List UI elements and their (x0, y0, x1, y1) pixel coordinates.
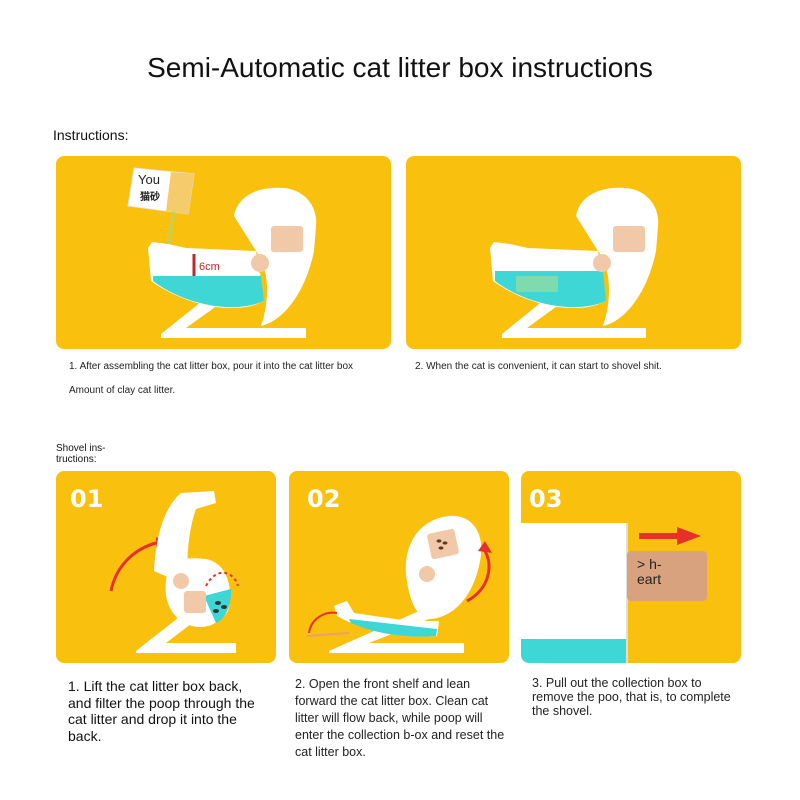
shelf-arrow (308, 611, 338, 634)
litter-fill (153, 276, 264, 308)
pivot-knob (173, 573, 189, 589)
dome-window (613, 226, 645, 252)
top-panel-pour-litter: You 猫砂 6cm (56, 156, 391, 349)
tilt-forward-illustration (306, 515, 492, 653)
step-number-02: 02 (307, 485, 341, 513)
poop-icon (213, 601, 227, 613)
tilt-arrowhead-icon (478, 541, 492, 553)
bag-text-brand: 猫砂 (140, 190, 160, 203)
instructions-label: Instructions: (53, 127, 129, 143)
caption-step-01: 1. Lift the cat litter box back, and fil… (68, 678, 255, 744)
height-label: 6cm (199, 261, 220, 273)
shovel-instructions-label: Shovel ins- tructions: (56, 443, 106, 465)
pivot-knob (251, 254, 269, 272)
litter-fill (349, 619, 437, 637)
caption-step-pour: 1. After assembling the cat litter box, … (69, 361, 354, 372)
page-title: Semi-Automatic cat litter box instructio… (147, 52, 653, 83)
dome-window (427, 528, 459, 560)
pull-arrow-shaft (639, 533, 677, 539)
caption-step-convenient: 2. When the cat is convenient, it can st… (415, 361, 662, 372)
step-panel-02: 02 (289, 471, 509, 663)
top-panel-cat-use (406, 156, 741, 349)
drawer-label: > h- eart (637, 556, 662, 587)
tilted-dome (154, 491, 216, 586)
dome-window (184, 591, 206, 613)
pull-arrowhead-icon (677, 527, 701, 545)
pivot-knob (593, 254, 611, 272)
step-number-03: 03 (529, 485, 563, 513)
caption-step-03: 3. Pull out the collection box to remove… (532, 676, 731, 718)
lift-arrow (109, 541, 157, 592)
litter-box-fill-illustration: You 猫砂 6cm (127, 167, 317, 338)
litter-fill (521, 639, 627, 663)
litter-box-dome (405, 515, 482, 620)
step-panel-03: 03 > h- eart (521, 471, 741, 663)
collection-drawer (627, 551, 707, 601)
pull-drawer-illustration (521, 523, 707, 663)
pivot-knob (419, 566, 435, 582)
litter-fill (204, 589, 232, 623)
litter-clump (516, 276, 558, 292)
step-number-01: 01 (70, 485, 104, 513)
litter-box-dome (576, 187, 659, 326)
step-panel-01: 01 (56, 471, 276, 663)
tilt-arrow (466, 548, 491, 603)
caption-clay-amount: Amount of clay cat litter. (69, 385, 176, 396)
dome-window (271, 226, 303, 252)
pouring-litter-stream (163, 211, 177, 265)
caption-step-02: 2. Open the front shelf and lean forward… (295, 677, 505, 759)
lift-box-illustration (109, 491, 239, 653)
litter-box-ready-illustration (490, 187, 659, 338)
poop-icon (436, 539, 448, 550)
bag-text-you: You (138, 172, 160, 187)
shelf-line (306, 632, 350, 637)
litter-box-dome (234, 187, 317, 326)
litter-bag-icon (127, 167, 195, 215)
litter-box-stand (136, 596, 236, 653)
